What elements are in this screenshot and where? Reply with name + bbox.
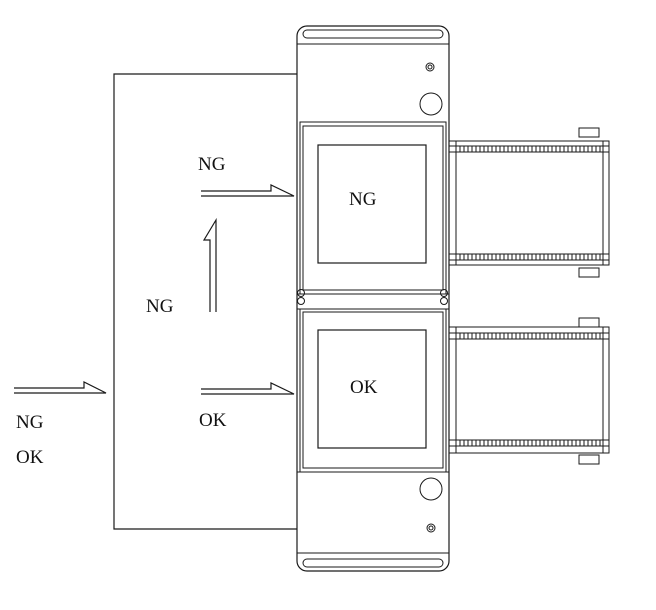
ok-branch-arrow [201,382,295,395]
ok-conveyor-bottom-bracket [578,454,600,465]
ng-zone-frame [113,73,297,530]
branch-ng-label: NG [198,154,226,175]
ok-station-window [317,329,427,449]
station-ng-label: NG [349,189,377,210]
ng-conveyor-top-bracket [578,127,600,138]
zone-ng-label: NG [146,296,174,317]
top-cap [302,29,444,39]
input-arrow [14,381,107,394]
machine-body [296,25,450,572]
input-ok-label: OK [16,447,44,468]
ng-conveyor [448,127,610,278]
ng-branch-arrow [201,184,295,197]
bottom-small-knob-icon [426,523,436,533]
sorting-machine [296,25,450,572]
upward-arrow [202,217,217,312]
divider-bolt-left-icon [297,289,305,297]
divider-bolt-right-icon [440,289,448,297]
top-small-knob-icon [425,62,435,72]
bottom-cap [302,558,444,568]
ok-conveyor [448,317,610,465]
ng-conveyor-bottom-bracket [578,267,600,278]
ok-conveyor-top-bracket [578,317,600,328]
ng-station-window [317,144,427,264]
input-ng-label: NG [16,412,44,433]
top-large-button-icon [419,92,443,116]
station-ok-label: OK [350,377,378,398]
branch-ok-label: OK [199,410,227,431]
bottom-large-button-icon [419,477,443,501]
